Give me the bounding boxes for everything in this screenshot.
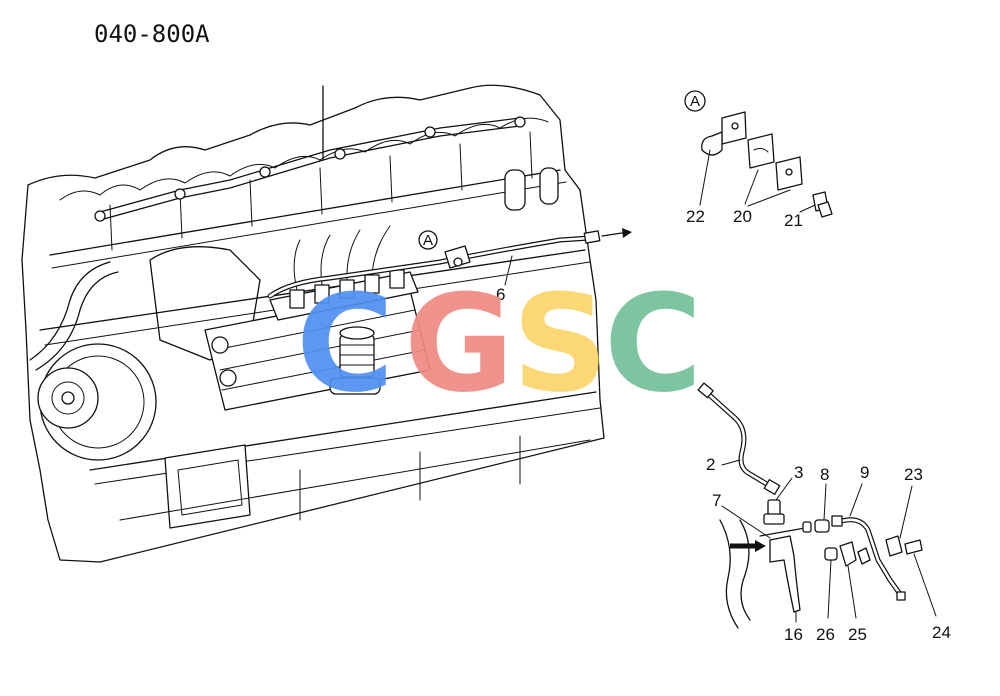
- callout-22: 22: [686, 207, 705, 226]
- view-marker-engine: A: [423, 232, 433, 249]
- callout-3: 3: [794, 463, 803, 482]
- callout-8: 8: [820, 465, 829, 484]
- watermark-letter-3: S: [512, 266, 609, 422]
- callout-23: 23: [904, 465, 923, 484]
- callout-7: 7: [712, 491, 721, 510]
- callout-2: 2: [706, 455, 715, 474]
- detail-a: A: [684, 90, 833, 218]
- pipe-6: A: [267, 228, 632, 299]
- watermark-letter-1: C: [296, 266, 394, 422]
- callout-26: 26: [816, 625, 835, 644]
- callout-20: 20: [733, 207, 752, 226]
- callout-16: 16: [784, 625, 803, 644]
- callout-24: 24: [932, 623, 951, 642]
- pipe-2: [697, 382, 781, 495]
- callout-21: 21: [784, 211, 803, 230]
- callouts: 6 22 20 21 2 3 7 8 9 23 16 26 25 24: [496, 207, 951, 644]
- diagram-code: 040-800A: [94, 20, 210, 48]
- callout-25: 25: [848, 625, 867, 644]
- engine-block: [21, 84, 605, 563]
- callout-9: 9: [860, 463, 869, 482]
- callout-6: 6: [496, 285, 505, 304]
- watermark-letter-4: C: [604, 266, 702, 422]
- fitting-assembly: [719, 477, 937, 629]
- watermark-logo: C G S C: [296, 266, 702, 422]
- injection-pump: [204, 225, 431, 411]
- watermark-letter-2: G: [404, 266, 514, 422]
- view-marker-detail: A: [690, 93, 700, 110]
